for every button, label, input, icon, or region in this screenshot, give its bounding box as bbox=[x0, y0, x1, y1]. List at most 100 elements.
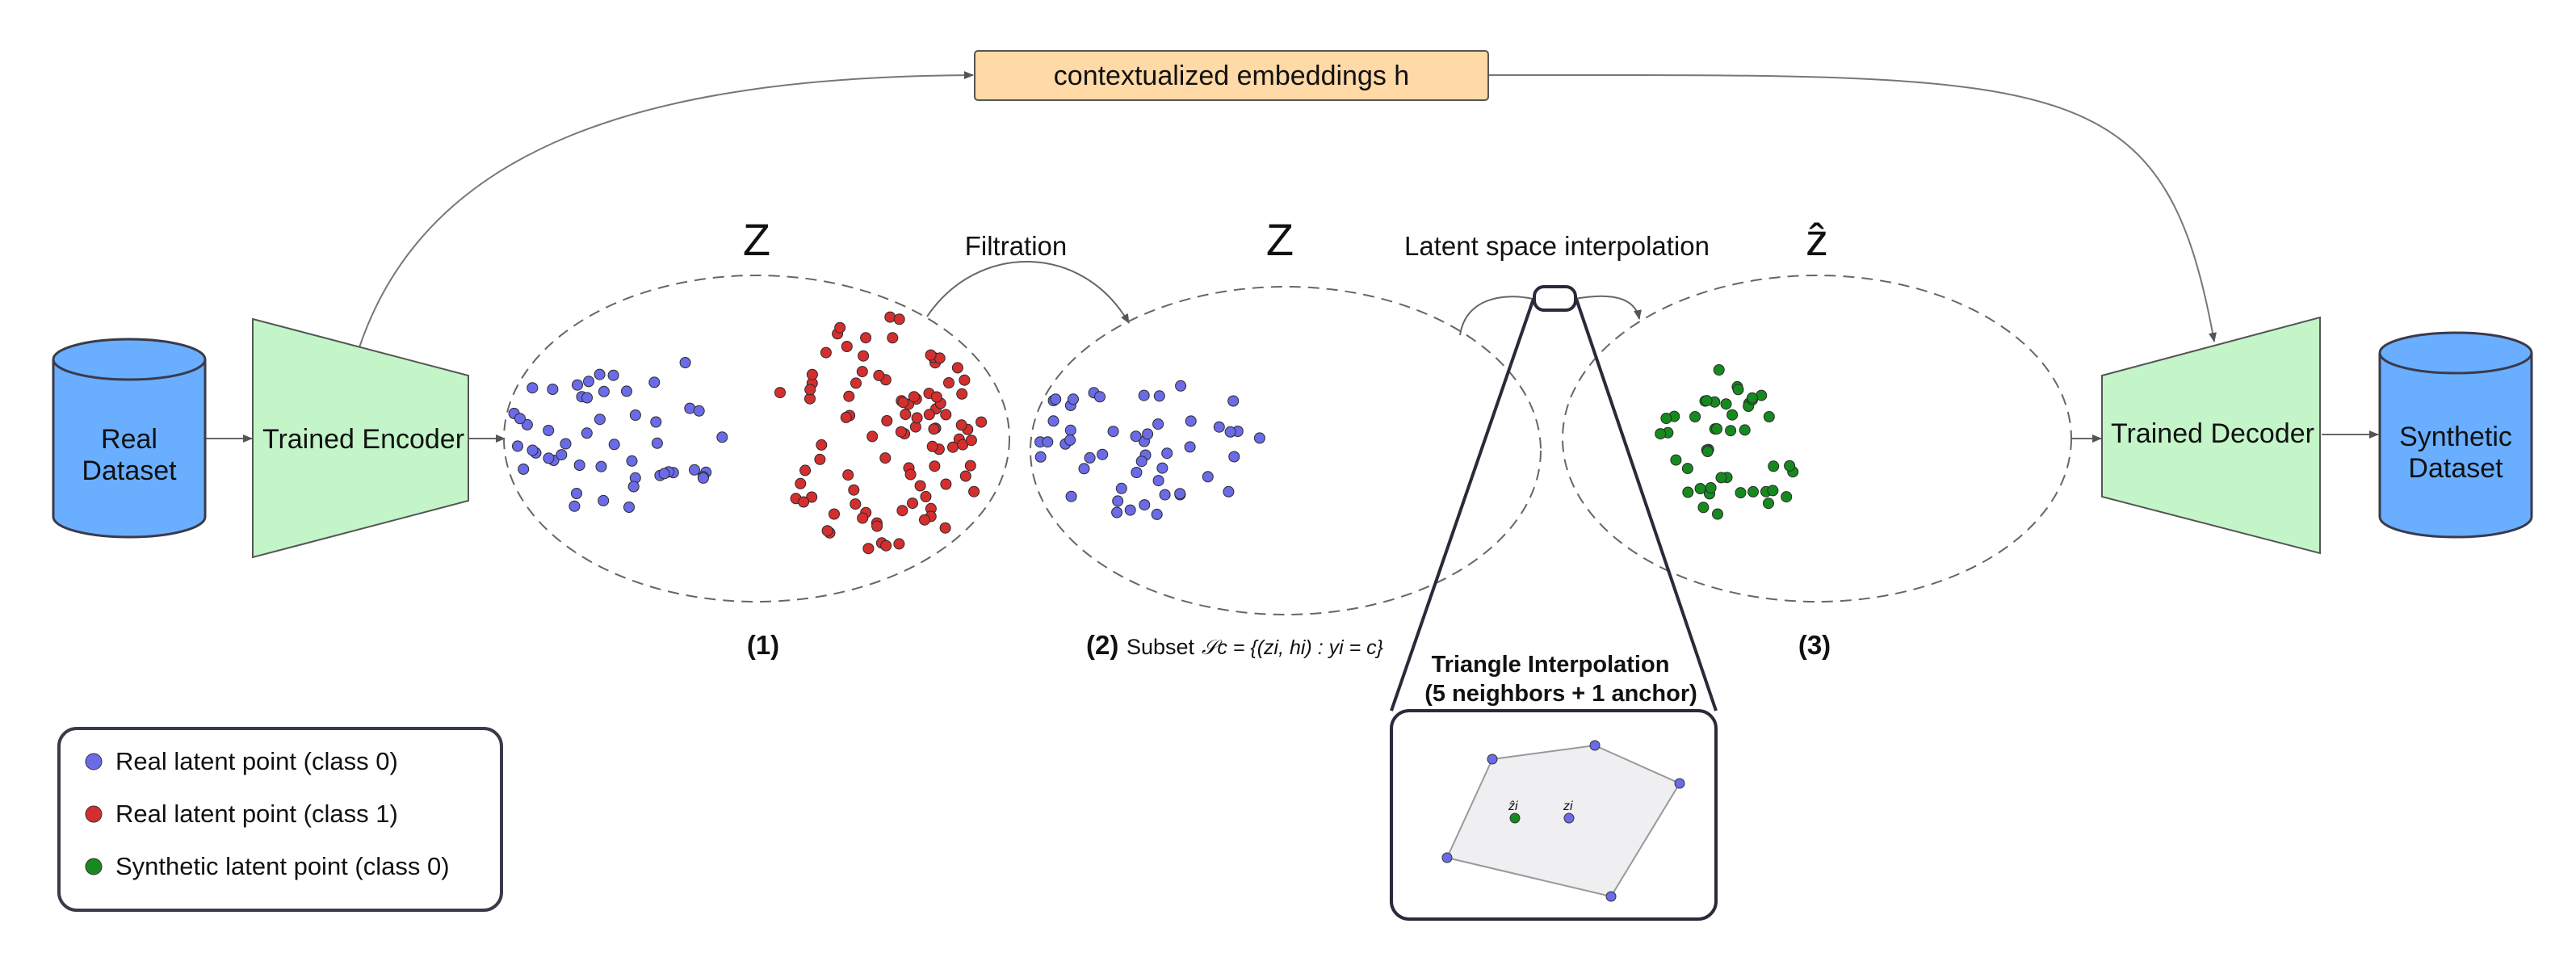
class1-point bbox=[860, 332, 872, 344]
legend-marker bbox=[85, 753, 103, 770]
synthetic-point bbox=[1784, 460, 1796, 472]
class1-point bbox=[908, 391, 920, 403]
real-dataset-label-1: Real bbox=[101, 424, 157, 455]
class0-point bbox=[1159, 489, 1171, 501]
legend-item: Real latent point (class 0) bbox=[85, 747, 398, 775]
class1-point bbox=[959, 470, 971, 482]
class1-point bbox=[821, 525, 833, 537]
class1-point bbox=[774, 387, 786, 399]
class1-point bbox=[840, 411, 852, 423]
legend-label: Real latent point (class 0) bbox=[115, 747, 398, 775]
class1-point bbox=[871, 520, 883, 532]
class0-point bbox=[648, 376, 661, 388]
class0-point bbox=[583, 376, 594, 388]
synthetic-point bbox=[1682, 486, 1694, 498]
class1-point bbox=[858, 350, 870, 362]
synthetic-point bbox=[1712, 508, 1723, 520]
triangle-title-1: Triangle Interpolation bbox=[1432, 652, 1670, 678]
anchor-point bbox=[1563, 812, 1575, 824]
class1-point bbox=[816, 439, 828, 451]
class1-point bbox=[881, 415, 893, 426]
class0-point bbox=[543, 425, 555, 436]
class1-point bbox=[926, 440, 938, 452]
class0-point bbox=[1135, 456, 1147, 468]
class1-point bbox=[914, 480, 926, 492]
class1-point bbox=[956, 388, 968, 400]
class0-point bbox=[572, 379, 583, 391]
class0-point bbox=[1253, 432, 1265, 444]
synthetic-point bbox=[1655, 428, 1667, 440]
class0-point bbox=[581, 427, 593, 439]
class0-point bbox=[594, 414, 606, 426]
synthetic-point bbox=[1763, 411, 1775, 422]
trained-encoder: Trained Encoder bbox=[252, 317, 469, 559]
synthetic-point bbox=[1768, 460, 1780, 472]
class1-point bbox=[940, 409, 952, 421]
class0-point bbox=[1152, 475, 1164, 487]
synthetic-point bbox=[1711, 423, 1722, 435]
class0-point bbox=[1185, 415, 1197, 427]
class1-point bbox=[907, 497, 918, 510]
class0-point bbox=[1042, 436, 1054, 448]
synthetic-point bbox=[1746, 392, 1758, 404]
class0-point bbox=[1047, 415, 1059, 427]
synthetic-point bbox=[1697, 502, 1710, 514]
class0-point bbox=[1078, 463, 1090, 475]
class0-point bbox=[626, 455, 638, 467]
class0-point bbox=[518, 463, 530, 475]
encoder-label: Trained Encoder bbox=[262, 424, 464, 455]
class1-point bbox=[814, 453, 826, 465]
synthetic-point bbox=[1670, 454, 1682, 466]
class1-point bbox=[943, 377, 954, 388]
class0-point bbox=[1151, 508, 1163, 520]
class1-point bbox=[965, 435, 977, 447]
class1-point bbox=[929, 460, 941, 472]
class0-point bbox=[650, 416, 662, 428]
class0-point bbox=[512, 440, 523, 452]
class0-point bbox=[547, 384, 559, 395]
class0-point bbox=[1130, 430, 1142, 443]
class0-point bbox=[1094, 391, 1105, 403]
class1-point bbox=[928, 423, 940, 435]
arrow-interp-left bbox=[1459, 296, 1533, 336]
class1-point bbox=[896, 505, 908, 517]
synthetic-point bbox=[1701, 395, 1713, 407]
space2-number: (2) bbox=[1086, 630, 1118, 660]
legend-marker bbox=[85, 858, 103, 875]
class0-point bbox=[1223, 485, 1235, 497]
class0-point bbox=[1175, 380, 1187, 392]
synthetic-point bbox=[1725, 425, 1737, 437]
class1-point bbox=[804, 384, 816, 396]
class0-point bbox=[629, 409, 641, 421]
synthetic-dataset-label-1: Synthetic bbox=[2399, 422, 2512, 452]
class1-point bbox=[895, 426, 907, 438]
class1-point bbox=[879, 452, 892, 464]
class0-point bbox=[521, 418, 533, 430]
class1-point bbox=[873, 369, 885, 381]
synthetic-point bbox=[1767, 485, 1779, 497]
legend: Real latent point (class 0) Real latent … bbox=[57, 727, 503, 912]
class0-point bbox=[543, 452, 555, 464]
class0-point bbox=[1213, 421, 1225, 433]
class0-point bbox=[568, 500, 581, 512]
latent-space-2: Z (2) Subset 𝒮c = {(zi, hi) : yi = c} bbox=[1030, 214, 1542, 660]
class1-point bbox=[843, 390, 855, 402]
class0-point bbox=[1064, 424, 1076, 436]
class1-point bbox=[856, 366, 868, 378]
synthetic-point bbox=[1701, 446, 1714, 457]
neighbor-point bbox=[1441, 852, 1453, 863]
synthetic-point bbox=[1735, 487, 1747, 499]
z-label: zi bbox=[1563, 800, 1573, 813]
class0-point bbox=[560, 438, 572, 450]
embeddings-box: contextualized embeddings h bbox=[974, 50, 1489, 101]
class1-point bbox=[841, 341, 853, 352]
class1-point bbox=[848, 484, 860, 496]
class0-point bbox=[571, 488, 582, 499]
arrow-filtration bbox=[926, 261, 1130, 324]
class0-point bbox=[1124, 504, 1136, 516]
arrow-encoder-to-embeddings bbox=[359, 71, 974, 348]
class1-point bbox=[964, 460, 976, 472]
neighbor-point bbox=[1605, 891, 1617, 902]
class1-point bbox=[842, 469, 854, 481]
class0-point bbox=[689, 464, 700, 476]
